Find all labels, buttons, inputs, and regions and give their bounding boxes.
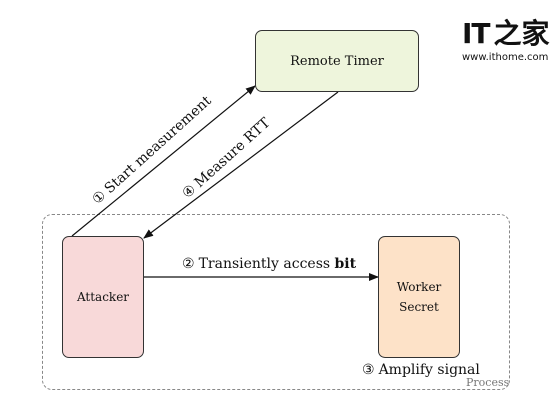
process-boundary [42, 214, 510, 390]
transient-access-text: Transiently access [198, 256, 335, 272]
edge-start-measurement [71, 85, 256, 237]
remote-timer-label: Remote Timer [290, 53, 384, 69]
bit-keyword: bit [334, 256, 357, 272]
attacker-label: Attacker [76, 290, 130, 304]
worker-label: Worker [396, 280, 442, 294]
logo-url: www.ithome.com [462, 52, 549, 63]
amplify-signal-text: Amplify signal [378, 362, 480, 378]
process-label: Process [466, 376, 510, 389]
logo-it-text: IT [462, 17, 491, 50]
edge-measure-rtt [143, 91, 339, 239]
step-2-number: ② [182, 256, 195, 272]
worker-node: Worker Secret [378, 236, 460, 358]
remote-timer-node: Remote Timer [255, 30, 419, 92]
attacker-node: Attacker [62, 236, 144, 358]
secret-label: Secret [399, 300, 439, 314]
step-3-number: ③ [362, 362, 375, 378]
logo-glyph-text: 之家 [493, 17, 550, 50]
